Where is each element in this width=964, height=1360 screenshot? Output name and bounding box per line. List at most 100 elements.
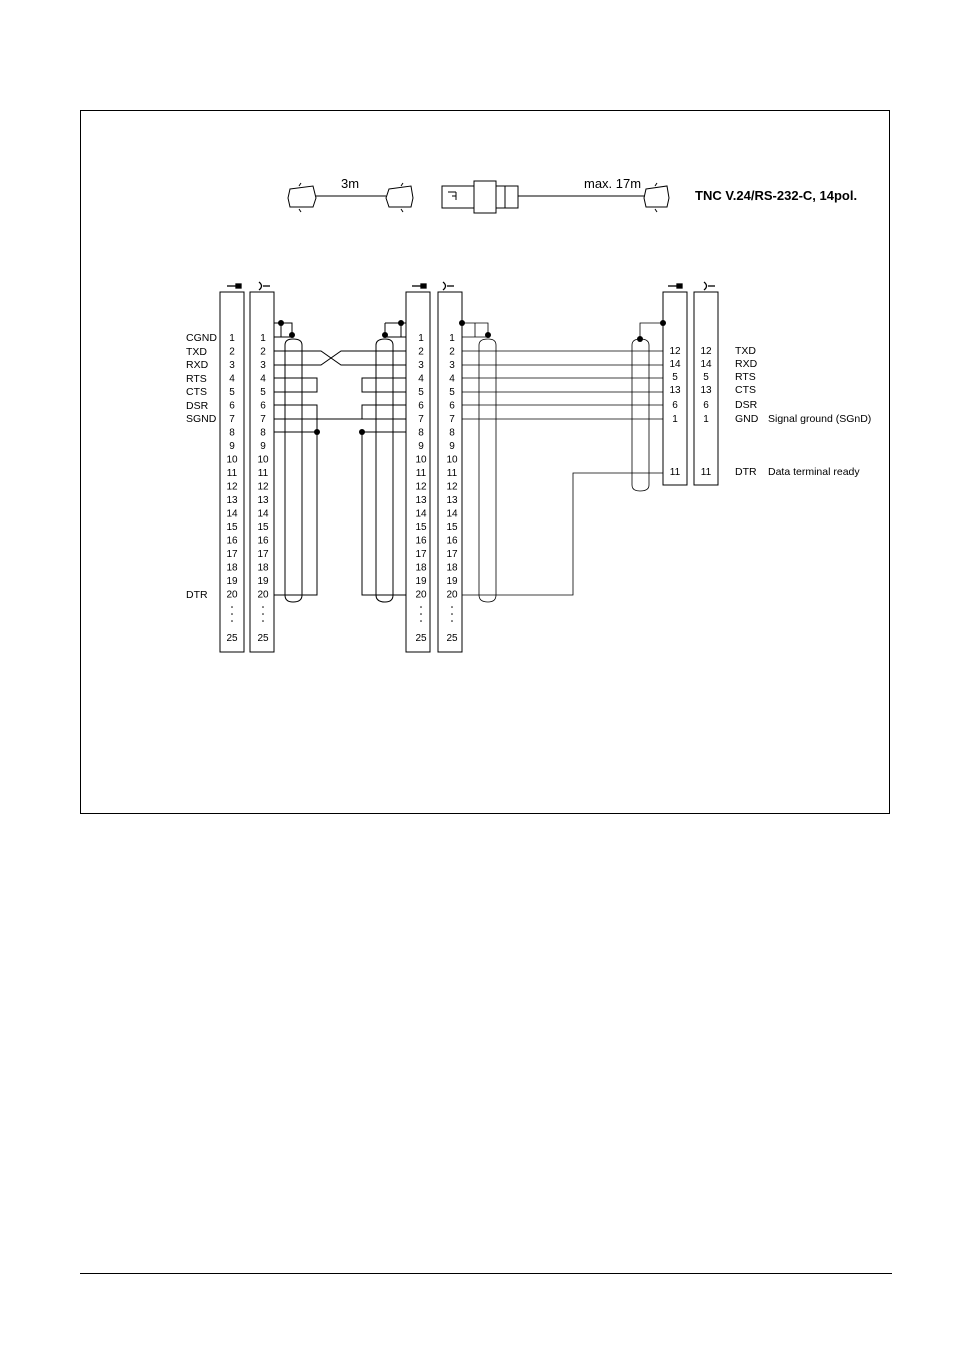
pin-ellipsis: [262, 606, 264, 608]
connector-tnc-female: [693, 291, 719, 486]
pin-number: 6: [672, 400, 678, 411]
pin-number: 11: [447, 468, 458, 479]
pin-number: 10: [257, 455, 269, 466]
pin-number: 1: [672, 414, 678, 425]
pin-number: 9: [229, 441, 235, 452]
right-signal-label: GND: [735, 413, 759, 425]
connector-adapter-male: [405, 291, 431, 653]
left-signal-label: RTS: [186, 373, 207, 385]
pin-number: 12: [415, 482, 427, 493]
pin-number: 25: [226, 633, 238, 644]
pin-ellipsis: [262, 620, 264, 622]
pin-number: 15: [257, 522, 269, 533]
pin-number: 1: [703, 414, 709, 425]
pin-number: 17: [446, 549, 458, 560]
pin-number: 12: [446, 482, 458, 493]
left-signal-label: CTS: [186, 386, 207, 398]
tnc-cable-shield-left: [478, 338, 497, 603]
short-cable-left-plug: [287, 185, 317, 208]
pin-number: 5: [229, 387, 235, 398]
tnc-cable-wiring: [462, 322, 664, 603]
pin-number: 3: [260, 360, 266, 371]
pin-number: 1: [449, 333, 455, 344]
pin-number: 12: [669, 346, 681, 357]
pin-number: 13: [446, 495, 458, 506]
pin-number: 14: [257, 509, 269, 520]
pin-number: 1: [418, 333, 424, 344]
pin-number: 11: [227, 468, 238, 479]
pin-number: 12: [226, 482, 238, 493]
female-symbol-2: [442, 281, 454, 291]
pin-number: 3: [449, 360, 455, 371]
connector-tnc-male: [662, 291, 688, 486]
pin-number: 6: [418, 401, 424, 412]
pin-number: 2: [260, 347, 266, 358]
pc-cable-wiring: [274, 322, 406, 603]
pin-number: 11: [701, 467, 712, 478]
pin-number: 2: [449, 347, 455, 358]
pin-number: 4: [260, 374, 266, 385]
pin-number: 16: [415, 536, 427, 547]
pin-number: 17: [257, 549, 269, 560]
pin-number: 7: [229, 414, 235, 425]
pin-number: 11: [258, 468, 269, 479]
pin-ellipsis: [420, 606, 422, 608]
pin-number: 19: [226, 576, 238, 587]
left-signal-label: DSR: [186, 400, 209, 412]
pin-number: 15: [226, 522, 238, 533]
pin-number: 5: [672, 372, 678, 383]
pin-number: 18: [226, 563, 238, 574]
pin-number: 6: [229, 401, 235, 412]
pin-ellipsis: [451, 620, 453, 622]
adapter-left: [441, 185, 475, 209]
pin-ellipsis: [231, 613, 233, 615]
pin-number: 14: [226, 509, 238, 520]
short-cable-length: 3m: [341, 176, 359, 191]
left-signal-label: CGND: [186, 332, 217, 344]
pin-number: 25: [257, 633, 269, 644]
pin-number: 2: [418, 347, 424, 358]
pin-number: 3: [418, 360, 424, 371]
adapter-right: [495, 185, 519, 209]
wiring-diagram: 3m max. 17m TNC V.24/RS-232-C, 14pol. 12…: [186, 176, 871, 653]
pin-ellipsis: [420, 613, 422, 615]
connector-adapter-female: [437, 291, 463, 653]
right-dtr-label: DTR: [735, 466, 757, 478]
pin-number: 4: [229, 374, 235, 385]
pin-number: 13: [415, 495, 427, 506]
pin-number: 18: [415, 563, 427, 574]
pin-number: 12: [700, 346, 712, 357]
pin-number: 15: [446, 522, 458, 533]
pin-number: 8: [449, 428, 455, 439]
pin-number: 8: [418, 428, 424, 439]
footer-rule: [80, 1273, 892, 1274]
right-signal-label: CTS: [735, 384, 756, 396]
pin-number: 7: [449, 414, 455, 425]
pin-number: 25: [446, 633, 458, 644]
pin-number: 6: [260, 401, 266, 412]
pin-number: 18: [446, 563, 458, 574]
right-gnd-description: Signal ground (SGnD): [768, 413, 871, 425]
short-cable-right-plug: [385, 185, 414, 208]
pin-number: 16: [257, 536, 269, 547]
pin-ellipsis: [451, 613, 453, 615]
pin-number: 8: [260, 428, 266, 439]
pin-number: 9: [449, 441, 455, 452]
pin-number: 9: [418, 441, 424, 452]
pin-number: 7: [418, 414, 424, 425]
pin-number: 13: [257, 495, 269, 506]
pin-number: 11: [670, 467, 681, 478]
right-signal-label: RXD: [735, 358, 758, 370]
pin-number: 17: [415, 549, 427, 560]
pin-number: 16: [446, 536, 458, 547]
pin-number: 4: [418, 374, 424, 385]
pin-number: 6: [703, 400, 709, 411]
pin-number: 13: [669, 385, 681, 396]
left-signal-label: SGND: [186, 413, 217, 425]
pin-number: 16: [226, 536, 238, 547]
pin-number: 25: [415, 633, 427, 644]
pin-ellipsis: [451, 606, 453, 608]
right-signal-label: DSR: [735, 399, 758, 411]
long-cable-length: max. 17m: [584, 176, 641, 191]
